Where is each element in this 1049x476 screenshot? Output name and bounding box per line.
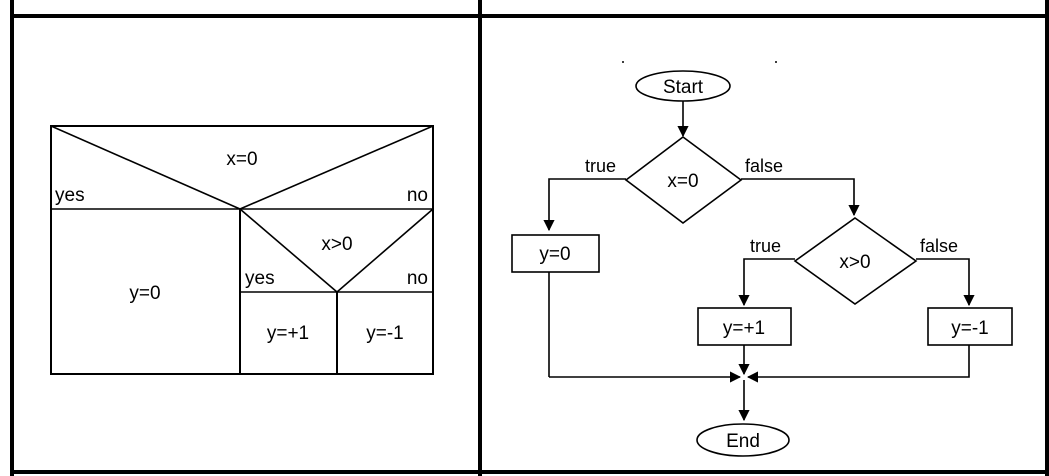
decision-x-equals-0	[624, 136, 743, 224]
ns-condition2: x>0	[321, 234, 352, 255]
connector-d2-true	[738, 258, 795, 307]
ns-no2-label: no	[407, 268, 428, 289]
ns-no1-label: no	[407, 185, 428, 206]
process-y-minus-1	[927, 307, 1013, 346]
ns-cond2-left-diagonal	[239, 208, 338, 293]
process-yminus1-label: y=-1	[951, 318, 989, 339]
decision2-true-label: true	[750, 236, 781, 256]
connector-d2-false	[916, 258, 975, 307]
nassi-shneiderman-diagram: x=0 yes no y=0 x>0 yes no y=+1 y=-1	[50, 125, 434, 375]
ns-action-y0: y=0	[129, 283, 160, 304]
decision2-false-label: false	[920, 236, 958, 256]
process-y-equals-0	[511, 234, 600, 273]
ns-cond2-right-diagonal	[336, 208, 434, 293]
ns-yes1-label: yes	[55, 185, 85, 206]
ns-action-yminus1: y=-1	[366, 323, 404, 344]
ns-yes2-label: yes	[245, 268, 275, 289]
decision2-label: x>0	[839, 252, 870, 273]
connector-yminus1-merge	[746, 345, 970, 383]
connector-d1-false	[741, 178, 860, 217]
connector-d1-true	[543, 178, 626, 232]
flowchart-diagram: Start x=0 true false y=0 x>0 true false …	[511, 61, 1013, 457]
table-grid	[10, 0, 1049, 476]
process-yplus1-label: y=+1	[723, 318, 765, 339]
process-y0-label: y=0	[539, 244, 570, 265]
ns-cond1-left-diagonal	[50, 125, 241, 210]
decision1-label: x=0	[667, 171, 698, 192]
start-label: Start	[663, 77, 704, 98]
stray-dot	[775, 61, 777, 63]
ns-cond1-right-diagonal	[239, 125, 434, 210]
stray-dot	[622, 61, 624, 63]
end-terminal	[696, 423, 790, 457]
ns-action-yplus1: y=+1	[267, 323, 309, 344]
decision1-true-label: true	[585, 156, 616, 176]
ns-outer-frame	[50, 125, 434, 375]
ns-condition1: x=0	[226, 149, 257, 170]
process-y-plus-1	[697, 307, 792, 346]
decision1-false-label: false	[745, 156, 783, 176]
start-terminal	[635, 70, 731, 102]
end-label: End	[726, 431, 760, 452]
decision-x-greater-0	[793, 217, 918, 305]
